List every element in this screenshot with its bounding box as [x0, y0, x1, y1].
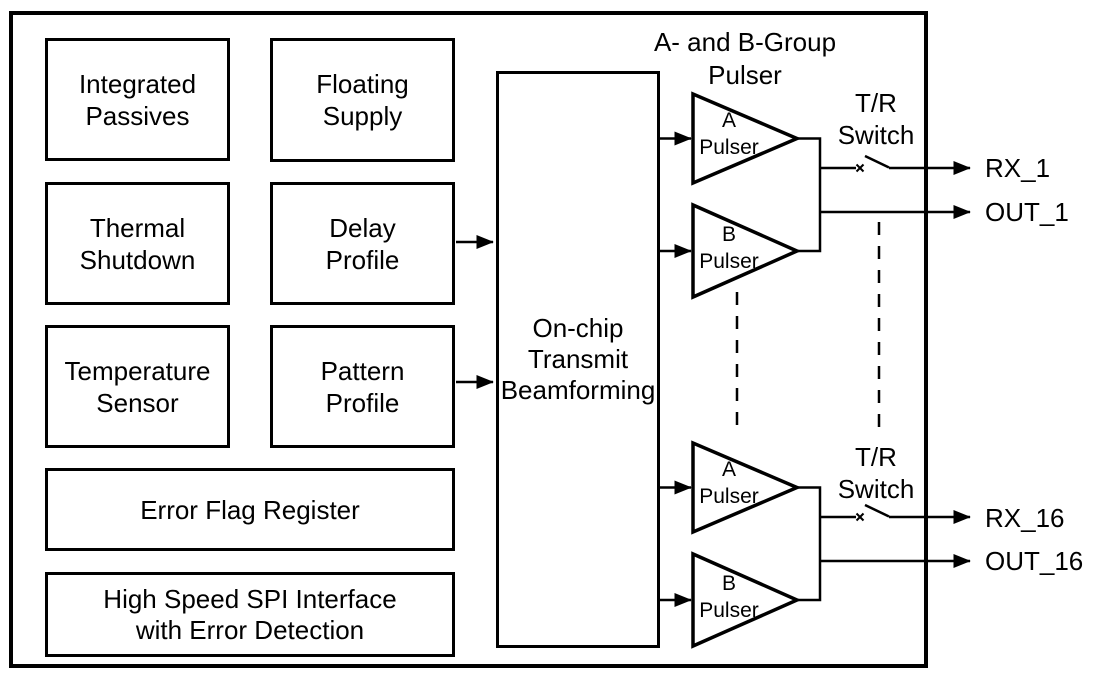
- tr-switch-label-bottom: T/R Switch: [837, 442, 915, 504]
- b-pulser-label-bottom: B Pulser: [699, 572, 759, 622]
- block-spi-interface: High Speed SPI Interface with Error Dete…: [45, 572, 455, 657]
- port-label-rx16: RX_16: [985, 503, 1065, 533]
- a-pulser-label-bottom: A Pulser: [699, 458, 759, 508]
- block-integrated-passives: Integrated Passives: [45, 38, 230, 161]
- block-thermal-shutdown: Thermal Shutdown: [45, 182, 230, 305]
- port-label-out1: OUT_1: [985, 197, 1069, 227]
- block-delay-profile: Delay Profile: [270, 182, 455, 305]
- b-pulser-label-top: B Pulser: [699, 223, 759, 273]
- port-label-out16: OUT_16: [985, 546, 1084, 576]
- port-label-rx1: RX_1: [985, 153, 1051, 183]
- tr-switch-label-top: T/R Switch: [837, 88, 915, 150]
- block-transmit-beamforming: On-chip Transmit Beamforming: [496, 71, 660, 648]
- block-floating-supply: Floating Supply: [270, 38, 455, 162]
- a-pulser-label-top: A Pulser: [699, 109, 759, 159]
- group-pulser-title: A- and B-Group Pulser: [653, 27, 837, 90]
- block-temperature-sensor: Temperature Sensor: [45, 325, 230, 448]
- block-error-flag-register: Error Flag Register: [45, 468, 455, 551]
- block-pattern-profile: Pattern Profile: [270, 325, 455, 448]
